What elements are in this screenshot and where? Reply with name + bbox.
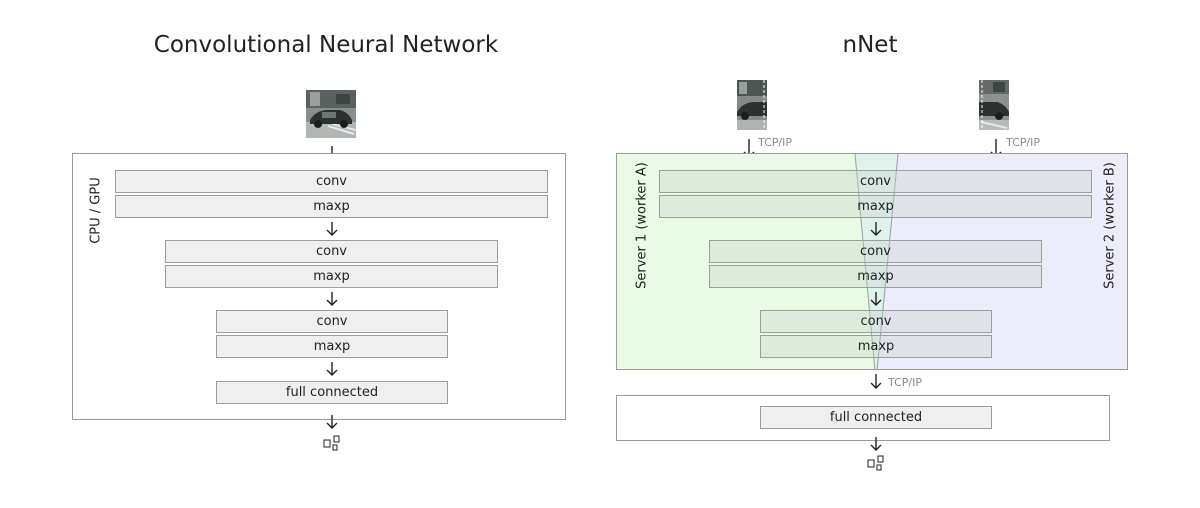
- conv-layer-3: conv: [216, 310, 448, 333]
- distributed-maxp-layer-2: maxp: [709, 265, 1042, 288]
- output-squares-icon: [866, 455, 886, 473]
- distributed-conv-layer-3: conv: [760, 310, 992, 333]
- arrow-down-icon: [324, 360, 340, 378]
- arrow-down-icon: [868, 436, 884, 454]
- distributed-conv-layer-1: conv: [659, 170, 1092, 193]
- cnn-input-image: [306, 90, 356, 138]
- server-b-label: Server 2 (worker B): [1102, 162, 1118, 289]
- distributed-maxp-layer-3: maxp: [760, 335, 992, 358]
- device-label: CPU / GPU: [88, 177, 104, 244]
- distributed-maxp-layer-1: maxp: [659, 195, 1092, 218]
- arrow-down-icon: [324, 290, 340, 308]
- nnet-title: nNet: [842, 32, 898, 58]
- conv-layer-1: conv: [115, 170, 548, 193]
- worker-a-input-image: [737, 80, 767, 130]
- workers-frame: [616, 153, 1128, 370]
- arrow-down-icon: [868, 290, 884, 308]
- maxp-layer-2: maxp: [165, 265, 498, 288]
- worker-b-input-image: [979, 80, 1009, 130]
- maxp-layer-3: maxp: [216, 335, 448, 358]
- maxp-layer-1: maxp: [115, 195, 548, 218]
- output-squares-icon: [322, 435, 342, 453]
- arrow-down-icon: [868, 373, 884, 391]
- arrow-down-icon: [868, 220, 884, 238]
- distributed-fully-connected-layer: full connected: [760, 406, 992, 429]
- tcp-ip-label-a: TCP/IP: [758, 136, 792, 149]
- fully-connected-layer: full connected: [216, 381, 448, 404]
- conv-layer-2: conv: [165, 240, 498, 263]
- cnn-title: Convolutional Neural Network: [153, 32, 499, 58]
- distributed-conv-layer-2: conv: [709, 240, 1042, 263]
- tcp-ip-label-b: TCP/IP: [1006, 136, 1040, 149]
- server-a-label: Server 1 (worker A): [634, 162, 650, 289]
- tcp-ip-label-merge: TCP/IP: [888, 376, 922, 389]
- arrow-down-icon: [324, 414, 340, 432]
- arrow-down-icon: [324, 220, 340, 238]
